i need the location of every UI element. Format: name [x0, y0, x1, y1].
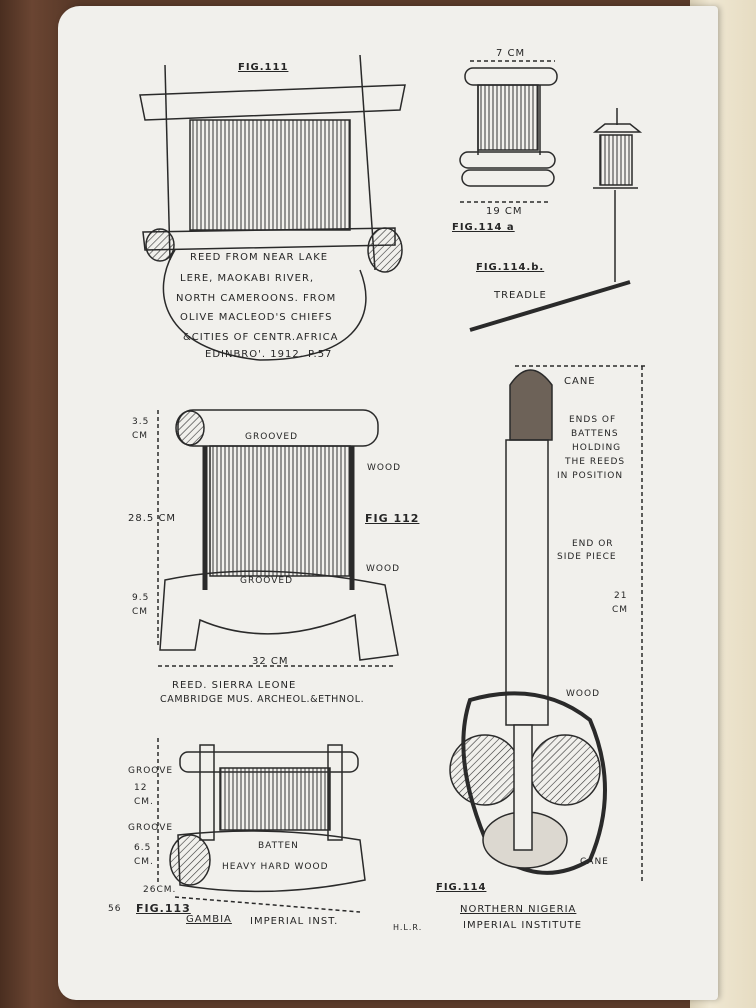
material-label: HEAVY HARD WOOD [222, 862, 329, 872]
fig113-dim2: 6.5 CM. [134, 843, 154, 867]
fig113-drawing [157, 738, 366, 913]
artist-initials: H.L.R. [393, 923, 423, 932]
fig114a-bottom-dimension: 19 CM [486, 206, 523, 217]
groove-label-2: GROOVE [128, 823, 174, 833]
groove-label-1: GROOVE [128, 766, 174, 776]
fig113-title: FIG.113 [136, 902, 191, 915]
fig114-title: FIG.114 [436, 882, 487, 893]
batten-label: BATTEN [258, 841, 299, 851]
fig112-dim-bottom: 9.5 CM [132, 593, 150, 617]
fig114-place: NORTHERN NIGERIA [460, 904, 577, 915]
fig113-source: IMPERIAL INST. [250, 916, 339, 927]
fig112-caption1: REED. SIERRA LEONE [172, 680, 297, 691]
fig112-width-dim: 32 CM [252, 656, 289, 667]
fig114a-top-dimension: 7 CM [496, 48, 526, 59]
fig114-source: IMPERIAL INSTITUTE [463, 920, 583, 931]
height-dim-value: 21 [614, 591, 628, 601]
caption-line: NORTH CAMEROONS. FROM [176, 293, 337, 304]
fig112-dim-mid: 28.5 CM [128, 513, 177, 524]
fig112-caption2: CAMBRIDGE MUS. ARCHEOL.&ETHNOL. [160, 694, 365, 705]
fig114b-drawing [469, 108, 643, 332]
fig111-title: FIG.111 [238, 62, 289, 73]
grooved-bottom-label: GROOVED [240, 576, 294, 586]
cane-bottom-label: CANE [580, 857, 609, 867]
side-note-line2: SIDE PIECE [557, 552, 617, 562]
wood-bottom-label: WOOD [366, 564, 400, 574]
fig113-width-dim: 26CM. [143, 885, 177, 895]
fig111-drawing [139, 54, 406, 361]
wood-top-label: WOOD [367, 463, 401, 473]
height-dim-unit: CM [612, 605, 629, 615]
wood-label: WOOD [566, 689, 600, 699]
grooved-top-label: GROOVED [245, 432, 299, 442]
caption-line: LERE, MAOKABI RIVER, [180, 273, 315, 284]
caption-line: EDINBRO'. 1912. P.57 [205, 349, 333, 360]
fig112-title: FIG 112 [365, 512, 420, 525]
note-line: BATTENS [571, 429, 619, 439]
treadle-label: TREADLE [494, 290, 547, 301]
caption-line: &CITIES OF CENTR.AFRICA [183, 332, 339, 343]
fig112-drawing [157, 409, 399, 667]
cane-top-label: CANE [564, 376, 596, 387]
caption-line: REED FROM NEAR LAKE [190, 252, 329, 263]
side-note-line1: END OR [572, 539, 614, 549]
note-line: HOLDING [572, 443, 622, 453]
caption-line: OLIVE MACLEOD'S CHIEFS [180, 312, 333, 323]
note-line: IN POSITION [557, 471, 624, 481]
fig114b-title: FIG.114.b. [476, 262, 545, 273]
page-number: 56 [108, 904, 122, 914]
fig114a-title: FIG.114 a [452, 222, 515, 233]
note-line: ENDS OF [569, 415, 617, 425]
fig113-dim1: 12 CM. [134, 783, 154, 807]
fig114-drawing [449, 365, 645, 883]
fig114a-drawing [459, 60, 558, 203]
note-line: THE REEDS [565, 457, 626, 467]
fig112-dim-top: 3.5 CM [132, 417, 150, 441]
fig113-place: GAMBIA [186, 914, 232, 925]
